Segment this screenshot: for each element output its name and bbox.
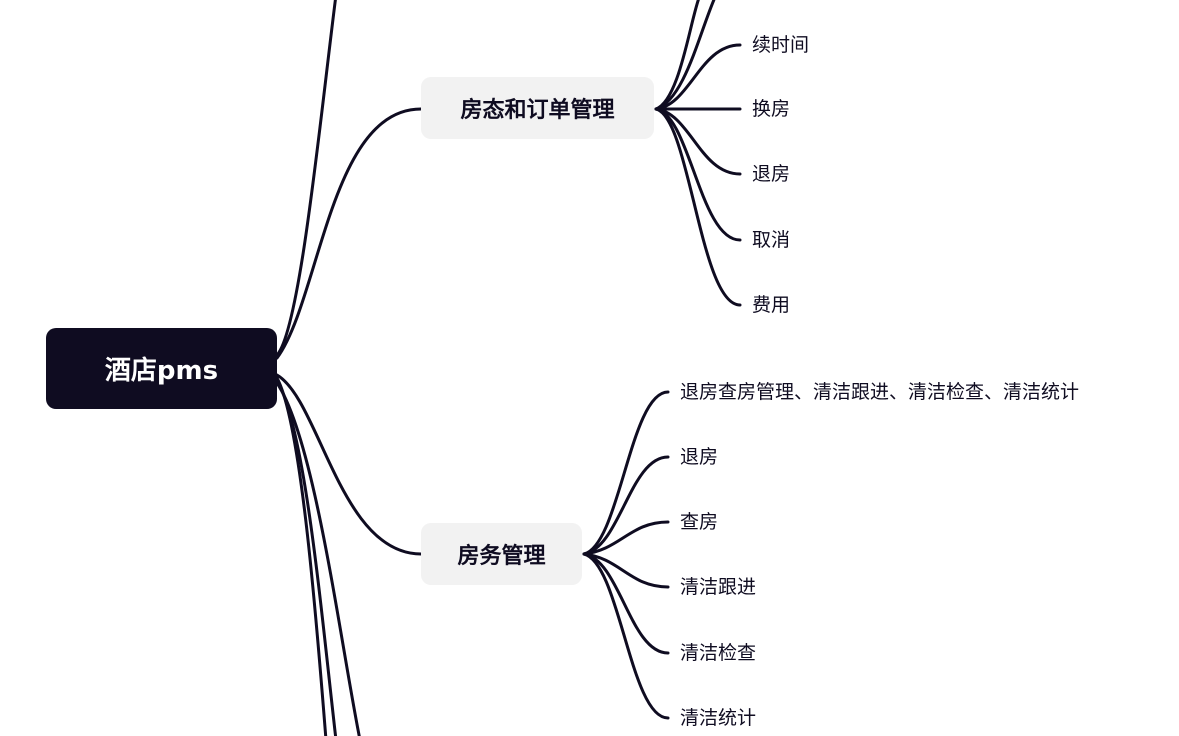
branch-label: 房态和订单管理 bbox=[460, 98, 615, 123]
connector bbox=[654, 0, 716, 111]
branch-label: 房务管理 bbox=[457, 544, 546, 569]
connector bbox=[275, 107, 423, 360]
connector bbox=[654, 0, 700, 111]
leaf-node[interactable]: 清洁检查 bbox=[680, 642, 757, 664]
connector bbox=[275, 373, 423, 556]
leaf-node[interactable]: 续时间 bbox=[752, 34, 810, 56]
connector bbox=[654, 43, 742, 111]
leaf-node[interactable]: 查房 bbox=[680, 511, 719, 533]
connector bbox=[654, 107, 742, 176]
leaf-node[interactable]: 清洁统计 bbox=[680, 707, 757, 729]
connector bbox=[275, 381, 361, 736]
leaf-node[interactable]: 取消 bbox=[752, 229, 791, 251]
connector bbox=[654, 107, 742, 242]
connector bbox=[275, 376, 328, 736]
root-node[interactable]: 酒店pms bbox=[46, 328, 277, 409]
leaf-node[interactable]: 换房 bbox=[752, 98, 791, 120]
connector bbox=[654, 107, 742, 307]
leaf-node[interactable]: 清洁跟进 bbox=[680, 576, 757, 598]
connector bbox=[275, 0, 337, 357]
leaf-node[interactable]: 退房 bbox=[752, 163, 791, 185]
connector bbox=[582, 455, 670, 556]
leaf-node[interactable]: 退房查房管理、清洁跟进、清洁检查、清洁统计 bbox=[680, 381, 1080, 403]
leaf-node[interactable]: 退房 bbox=[680, 446, 719, 468]
connector bbox=[582, 390, 670, 556]
branch-node-housekeeping[interactable]: 房务管理 bbox=[421, 523, 582, 585]
branch-node-room-order[interactable]: 房态和订单管理 bbox=[421, 77, 654, 139]
connector bbox=[582, 552, 670, 655]
root-label: 酒店pms bbox=[104, 356, 219, 386]
leaf-node[interactable]: 费用 bbox=[752, 294, 791, 316]
connector bbox=[582, 520, 670, 556]
connector bbox=[582, 552, 670, 589]
connector bbox=[582, 552, 670, 720]
